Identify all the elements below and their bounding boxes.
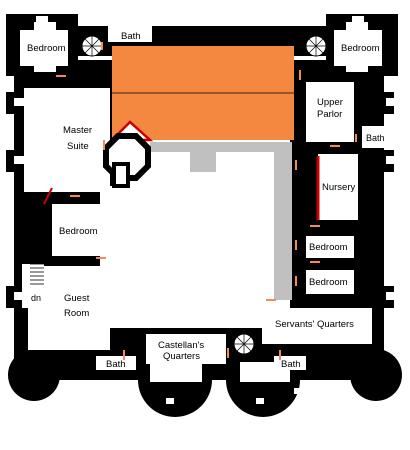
label-bedroom-w: Bedroom bbox=[59, 226, 98, 237]
labels: Bedroom Bath Bedroom Master Suite Upper … bbox=[27, 31, 385, 370]
label-castellans-quarters-2: Quarters bbox=[163, 351, 200, 362]
bay-west-3 bbox=[6, 286, 20, 308]
label-master-suite-2: Suite bbox=[67, 141, 89, 152]
octagon-bay bbox=[112, 162, 130, 188]
room-bastion-right bbox=[240, 362, 290, 382]
label-guest-room-1: Guest bbox=[64, 293, 90, 304]
room-bedroom-nw-arm bbox=[34, 22, 56, 72]
room-bedroom-w bbox=[52, 204, 108, 256]
label-upper-parlor-1: Upper bbox=[317, 97, 343, 108]
walkway-north bbox=[150, 142, 292, 152]
label-bath-se: Bath bbox=[281, 359, 301, 370]
walkway bbox=[150, 142, 292, 300]
label-castellans-quarters-1: Castellan's bbox=[158, 340, 204, 351]
room-bedroom-e1 bbox=[306, 236, 354, 258]
label-nursery: Nursery bbox=[322, 182, 356, 193]
room-bedroom-e2 bbox=[306, 270, 354, 294]
room-bath-ne bbox=[362, 126, 384, 148]
tower-sw bbox=[8, 349, 60, 401]
label-bath-ne: Bath bbox=[366, 133, 385, 143]
room-castellans-quarters bbox=[146, 334, 226, 364]
tower-se bbox=[350, 349, 402, 401]
label-stair-up: up bbox=[252, 345, 262, 355]
doors bbox=[56, 42, 357, 360]
label-bedroom-e2: Bedroom bbox=[309, 277, 348, 288]
label-servants-quarters: Servants' Quarters bbox=[275, 319, 354, 330]
room-master-suite bbox=[24, 88, 110, 192]
bay-west-1 bbox=[6, 92, 20, 114]
label-bedroom-nw: Bedroom bbox=[27, 43, 66, 54]
label-stair-dn: dn bbox=[31, 293, 41, 303]
courtyard bbox=[114, 150, 274, 328]
walkway-east bbox=[274, 142, 292, 300]
floors bbox=[20, 22, 384, 382]
stair-treads bbox=[30, 247, 44, 285]
label-bedroom-ne: Bedroom bbox=[341, 43, 380, 54]
label-bath-n: Bath bbox=[121, 31, 141, 42]
walkway-step bbox=[190, 150, 216, 172]
room-nursery bbox=[318, 154, 358, 220]
label-bath-sw: Bath bbox=[106, 359, 126, 370]
spiral-lines bbox=[82, 36, 326, 354]
room-bedroom-ne-arm bbox=[346, 22, 368, 72]
label-master-suite-1: Master bbox=[63, 125, 92, 136]
label-upper-parlor-2: Parlor bbox=[317, 109, 342, 120]
bay-west-2 bbox=[6, 150, 20, 172]
room-bath-sw bbox=[96, 356, 136, 370]
label-guest-room-2: Room bbox=[64, 308, 89, 319]
bedroom-w-accent-line bbox=[43, 187, 53, 205]
room-castellans-bastion bbox=[150, 360, 202, 382]
roof bbox=[108, 46, 294, 142]
stair-dn-area bbox=[22, 264, 44, 308]
room-servants-quarters bbox=[262, 308, 372, 344]
label-bedroom-e1: Bedroom bbox=[309, 242, 348, 253]
room-upper-parlor bbox=[306, 82, 354, 142]
room-bath-n bbox=[108, 26, 152, 42]
windows bbox=[14, 16, 396, 404]
